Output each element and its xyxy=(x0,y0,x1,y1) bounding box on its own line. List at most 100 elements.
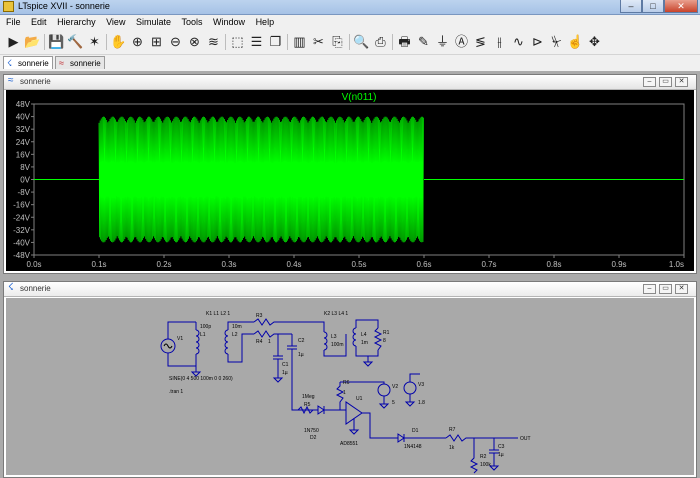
run-button[interactable]: ▶ xyxy=(5,33,22,50)
probe-button[interactable]: ✶ xyxy=(86,33,103,50)
schematic-drawing[interactable]: K1 L1 L2 1 K2 L3 L4 1 V1 100p L1 10m L2 … xyxy=(6,298,694,475)
r7-resistor-symbol[interactable] xyxy=(445,434,494,442)
l3-inductor-symbol[interactable] xyxy=(323,331,328,351)
diode-button[interactable]: ⊳ xyxy=(529,33,546,50)
find-button[interactable]: 🔍 xyxy=(353,33,370,50)
trace-name-label[interactable]: V(n011) xyxy=(342,92,377,103)
waveform-icon: ≈ xyxy=(59,58,64,68)
copy-icon: ⎘ xyxy=(332,34,343,49)
sine-source-spec[interactable]: SINE(0 4 500 100m 0 0 260) xyxy=(169,376,233,382)
tab-schematic[interactable]: ☇ sonnerie xyxy=(3,56,53,69)
u1-label: U1 xyxy=(356,396,363,402)
v2-source-symbol[interactable] xyxy=(377,383,391,397)
menu-bar: File Edit Hierarchy View Simulate Tools … xyxy=(0,15,700,29)
menu-simulate[interactable]: Simulate xyxy=(135,17,171,27)
schematic-window-icon: ☇ xyxy=(8,282,14,293)
d1-label: D1 xyxy=(412,428,419,434)
d1-diode-symbol[interactable] xyxy=(397,433,405,443)
d2-type: 1N750 xyxy=(304,428,319,434)
select-button[interactable]: ⬚ xyxy=(229,33,246,50)
inductor-button[interactable]: ∿ xyxy=(510,33,527,50)
tile-horizontal-button[interactable]: ☰ xyxy=(248,33,265,50)
c2-label: C2 xyxy=(298,338,305,344)
zoom-area-button[interactable]: ⊞ xyxy=(148,33,165,50)
open-icon: 📂 xyxy=(24,34,41,49)
l2-inductor-symbol[interactable] xyxy=(224,329,229,355)
v3-value: 1.8 xyxy=(418,400,425,406)
pan-button[interactable]: ✋ xyxy=(110,33,127,50)
ground-button[interactable]: ⏚ xyxy=(434,33,451,50)
r7-label: R7 xyxy=(449,427,456,433)
open-button[interactable]: 📂 xyxy=(24,33,41,50)
out-net-label[interactable]: OUT xyxy=(520,436,531,442)
control-panel-button[interactable]: 🔨 xyxy=(67,33,84,50)
l1-inductor-symbol[interactable] xyxy=(195,329,200,355)
close-button[interactable]: ✕ xyxy=(664,0,698,13)
autorange-button[interactable]: ≋ xyxy=(205,33,222,50)
y-tick-label: 48V xyxy=(16,100,31,109)
menu-hierarchy[interactable]: Hierarchy xyxy=(57,17,96,27)
tran-directive[interactable]: .tran 1 xyxy=(169,389,183,395)
r6-resistor-symbol[interactable] xyxy=(335,382,346,411)
save-button[interactable]: 💾 xyxy=(48,33,65,50)
zoom-in-button[interactable]: ⊕ xyxy=(129,33,146,50)
v3-source-symbol[interactable] xyxy=(403,381,417,395)
probe-icon: ✶ xyxy=(89,34,100,49)
copy-button[interactable]: ⎘ xyxy=(329,33,346,50)
schematic-close-button[interactable]: ✕ xyxy=(675,284,688,294)
y-tick-label: -16V xyxy=(13,201,31,210)
menu-file[interactable]: File xyxy=(6,17,21,27)
c1-label: C1 xyxy=(282,362,289,368)
menu-view[interactable]: View xyxy=(106,17,126,27)
print-button[interactable]: 🖶 xyxy=(396,33,413,50)
k2-directive[interactable]: K2 L3 L4 1 xyxy=(324,311,348,317)
print-preview-button[interactable]: ⎙ xyxy=(372,33,389,50)
tile-horizontal-icon: ☰ xyxy=(250,34,263,49)
k1-directive[interactable]: K1 L1 L2 1 xyxy=(206,311,230,317)
r5-resistor-symbol[interactable] xyxy=(297,405,318,415)
menu-tools[interactable]: Tools xyxy=(181,17,203,27)
l4-inductor-symbol[interactable] xyxy=(352,327,357,347)
schematic-window: ☇ sonnerie – ▭ ✕ xyxy=(3,281,697,478)
x-tick-label: 0.1s xyxy=(91,260,106,269)
cascade-button[interactable]: ❐ xyxy=(267,33,284,50)
schematic-canvas[interactable]: K1 L1 L2 1 K2 L3 L4 1 V1 100p L1 10m L2 … xyxy=(6,298,694,475)
waveform-restore-button[interactable]: ▭ xyxy=(659,77,672,87)
component-button[interactable]: ⏧ xyxy=(548,33,565,50)
d2-zener-symbol[interactable] xyxy=(317,405,325,415)
r3-resistor-symbol[interactable] xyxy=(253,318,306,326)
move-button[interactable]: ☝ xyxy=(567,33,584,50)
minimize-button[interactable]: – xyxy=(620,0,642,13)
label-button[interactable]: Ⓐ xyxy=(453,33,470,50)
capacitor-icon: ⫲ xyxy=(497,34,502,49)
waveform-minimize-button[interactable]: – xyxy=(643,77,656,87)
maximize-button[interactable]: □ xyxy=(642,0,664,13)
ltspice-app-icon xyxy=(3,1,14,12)
r2-resistor-symbol[interactable] xyxy=(469,438,479,474)
cut-button[interactable]: ✂ xyxy=(310,33,327,50)
waveform-chart[interactable]: V(n011) 48V40V32V24V16V8V0V-8V-16V-24V-3… xyxy=(6,90,694,271)
menu-help[interactable]: Help xyxy=(255,17,275,27)
tile-vertical-button[interactable]: ▥ xyxy=(291,33,308,50)
tab-label: sonnerie xyxy=(70,59,101,68)
r4-resistor-symbol[interactable] xyxy=(253,330,292,338)
r1-resistor-symbol[interactable] xyxy=(373,327,383,351)
schematic-window-titlebar: ☇ sonnerie – ▭ ✕ xyxy=(4,282,696,297)
r2-label: R2 xyxy=(480,454,487,460)
tab-waveform[interactable]: ≈ sonnerie xyxy=(55,56,105,69)
resistor-button[interactable]: ≶ xyxy=(472,33,489,50)
toolbar-separator xyxy=(287,34,288,50)
schematic-restore-button[interactable]: ▭ xyxy=(659,284,672,294)
menu-window[interactable]: Window xyxy=(213,17,246,27)
waveform-close-button[interactable]: ✕ xyxy=(675,77,688,87)
drag-button[interactable]: ✥ xyxy=(586,33,603,50)
schematic-icon: ☇ xyxy=(7,58,13,68)
y-tick-label: 24V xyxy=(16,138,31,147)
zoom-out-button[interactable]: ⊖ xyxy=(167,33,184,50)
menu-edit[interactable]: Edit xyxy=(31,17,47,27)
capacitor-button[interactable]: ⫲ xyxy=(491,33,508,50)
wire-button[interactable]: ✎ xyxy=(415,33,432,50)
schematic-minimize-button[interactable]: – xyxy=(643,284,656,294)
zoom-full-button[interactable]: ⊗ xyxy=(186,33,203,50)
